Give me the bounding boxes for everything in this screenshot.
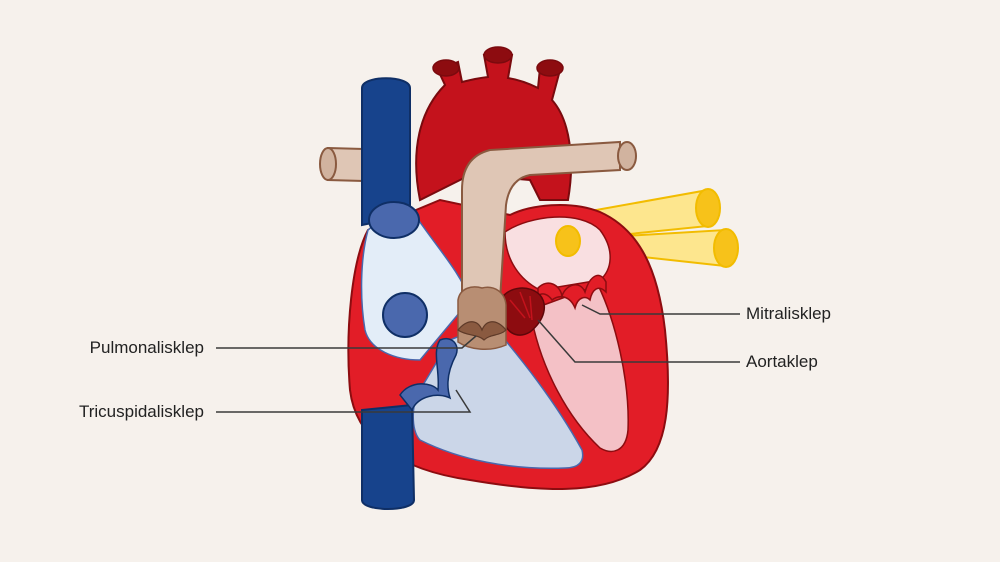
left-atrium: [504, 216, 611, 291]
leader-line-pulmonary-valve: [216, 335, 477, 349]
label-tricuspid-valve: Tricuspidalisklep: [78, 402, 204, 421]
label-mitral-valve: Mitralisklep: [746, 304, 832, 323]
leader-line-mitral-valve: [581, 304, 740, 315]
leader-lines: [216, 304, 740, 413]
leader-line-tricuspid-valve: [216, 389, 472, 413]
leader-line-aortic-valve: [537, 319, 740, 363]
aortic-valve: [499, 287, 546, 336]
left-ventricle: [529, 284, 629, 452]
pulmonary-vein-opening: [555, 225, 581, 257]
label-pulmonary-valve: Pulmonalisklep: [89, 338, 204, 357]
tricuspid-valve: [399, 338, 458, 412]
label-aortic-valve: Aortaklep: [746, 352, 818, 371]
vena-cava: [361, 77, 428, 510]
mitral-valve: [537, 274, 607, 311]
pulmonary-valve: [457, 321, 507, 341]
